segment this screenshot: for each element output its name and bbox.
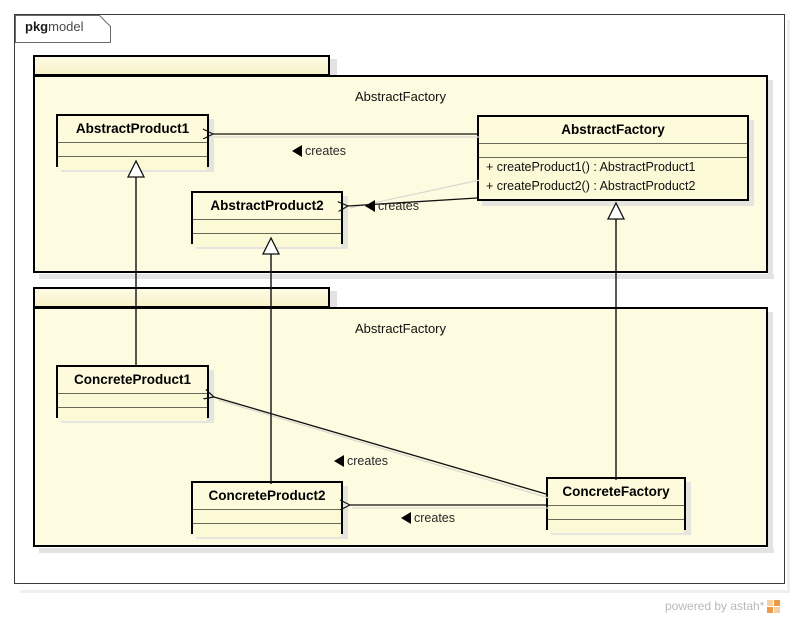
creates-label-text-4: creates [414, 511, 455, 525]
concrete-factory-attributes [548, 506, 684, 520]
package-lower-head-shadow [330, 291, 337, 312]
class-concrete-product-1[interactable]: ConcreteProduct1 [56, 365, 209, 421]
creates-label-text-2: creates [378, 199, 419, 213]
class-abstract-product-1[interactable]: AbstractProduct1 [56, 114, 209, 170]
package-upper-body-shadow-right [768, 80, 773, 276]
dependency-label-creates-2: creates [365, 199, 419, 213]
abstract-factory-name: AbstractFactory [479, 117, 747, 144]
package-lower-name: AbstractFactory [354, 321, 447, 336]
concrete-product-2-operations [193, 524, 341, 537]
abstract-product-1-operations [58, 157, 207, 170]
creates-triangle-icon [401, 512, 411, 524]
abstract-product-2-name: AbstractProduct2 [193, 193, 341, 220]
package-upper-name: AbstractFactory [354, 89, 447, 104]
dependency-label-creates-1: creates [292, 144, 346, 158]
creates-label-text-1: creates [305, 144, 346, 158]
package-lower-body-shadow-bottom [39, 548, 774, 553]
astah-logo-icon [767, 599, 781, 613]
creates-triangle-icon [292, 145, 302, 157]
class-abstract-product-2[interactable]: AbstractProduct2 [191, 191, 343, 247]
package-tab-name: model [48, 19, 84, 34]
abstract-factory-attributes [479, 144, 747, 158]
concrete-product-1-attributes [58, 394, 207, 408]
abstract-product-1-attributes [58, 143, 207, 157]
creates-label-text-3: creates [347, 454, 388, 468]
package-tab-label: pkgmodel [25, 19, 84, 34]
concrete-product-2-name: ConcreteProduct2 [193, 483, 341, 510]
package-lower-body-shadow-right [768, 312, 773, 550]
abstract-product-1-name: AbstractProduct1 [58, 116, 207, 143]
abstract-factory-operations: + createProduct1() : AbstractProduct1 + … [479, 158, 747, 196]
package-tab-keyword: pkg [25, 19, 49, 34]
class-concrete-factory[interactable]: ConcreteFactory [546, 477, 686, 533]
astah-watermark-text: powered by astah* [665, 599, 765, 613]
creates-triangle-icon [334, 455, 344, 467]
dependency-label-creates-3: creates [334, 454, 388, 468]
package-upper-body-shadow-bottom [39, 274, 774, 279]
package-lower-head [33, 287, 330, 308]
class-concrete-product-2[interactable]: ConcreteProduct2 [191, 481, 343, 537]
abstract-product-2-attributes [193, 220, 341, 234]
package-upper-head-shadow [330, 59, 337, 80]
dependency-label-creates-4: creates [401, 511, 455, 525]
package-upper-head [33, 55, 330, 76]
abstract-factory-operation-1: + createProduct1() : AbstractProduct1 [486, 160, 696, 174]
frame-shadow-right [787, 20, 790, 590]
class-abstract-factory[interactable]: AbstractFactory + createProduct1() : Abs… [477, 115, 749, 201]
abstract-product-2-operations [193, 234, 341, 247]
concrete-factory-operations [548, 520, 684, 533]
astah-watermark: powered by astah* [665, 599, 781, 613]
concrete-product-2-attributes [193, 510, 341, 524]
concrete-factory-name: ConcreteFactory [548, 479, 684, 506]
concrete-product-1-operations [58, 408, 207, 421]
abstract-factory-operation-2: + createProduct2() : AbstractProduct2 [486, 179, 696, 193]
frame-shadow-bottom [20, 590, 790, 593]
creates-triangle-icon [365, 200, 375, 212]
package-tab[interactable]: pkgmodel [15, 15, 111, 43]
concrete-product-1-name: ConcreteProduct1 [58, 367, 207, 394]
